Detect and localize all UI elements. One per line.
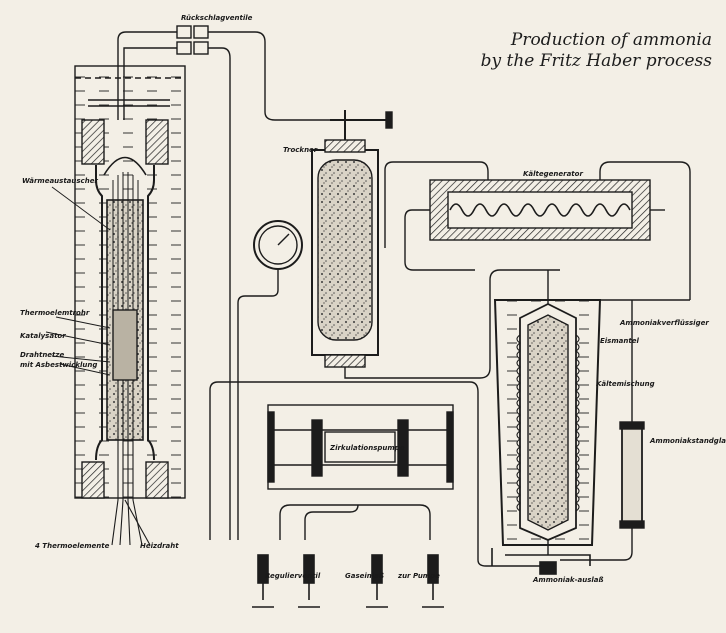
diagram-title: Production of ammonia by the Fritz Haber… [481,30,712,72]
label-ammonia-outlet: Ammoniak-auslaß [532,576,604,584]
label-heat-exchanger: Wärmeaustauscher [22,177,98,185]
label-check-valves: Rückschlagventile [181,14,253,22]
title-line-2: by the Fritz Haber process [480,51,712,71]
reactor-vessel [81,119,169,499]
dryer-column [311,110,560,379]
labels: Rückschlagventile Wärmeaustauscher Therm… [20,14,726,584]
label-ice-jacket: Eismantel [600,337,639,345]
label-ammonia-level-gauge: Ammoniakstandglas [649,437,726,445]
ammonia-condenser [493,270,690,555]
pressure-gauge [237,220,303,540]
label-asbestos-winding: mit Asbestwicklung [20,361,97,369]
heat-exchanger-tubes [112,172,139,310]
label-thermocouple-tube: Thermoelemtrohr [20,309,90,317]
ammonia-level-gauge [560,300,645,561]
label-thermocouples: 4 Thermoelemente [35,542,110,550]
reactor-label-leaders [45,186,111,376]
label-dryer: Trockner [283,146,318,154]
label-cooling-generator: Kältegenerator [523,170,583,178]
label-regulating-valve: Regulierventil [265,572,321,580]
title-line-1: Production of ammonia [510,30,712,50]
label-gas-inlet: Gaseinlaß [345,572,384,580]
cooling-generator [384,161,691,300]
label-heating-wire: Heizdraht [140,542,179,550]
label-to-pump: zur Pumpe [397,572,440,580]
bottom-valves [252,548,591,608]
circulation-pump [209,381,555,567]
label-catalyst: Katalysator [20,332,66,340]
label-cooling-mixture: Kältemischung [596,380,655,388]
label-circulation-pump: Zirkulationspumpe [329,444,405,452]
label-ammonia-condenser: Ammoniakverflüssiger [619,319,709,327]
thermocouple-wires [111,380,151,546]
check-valves [88,25,340,540]
label-wire-nets: Drahtnetze [20,351,64,359]
